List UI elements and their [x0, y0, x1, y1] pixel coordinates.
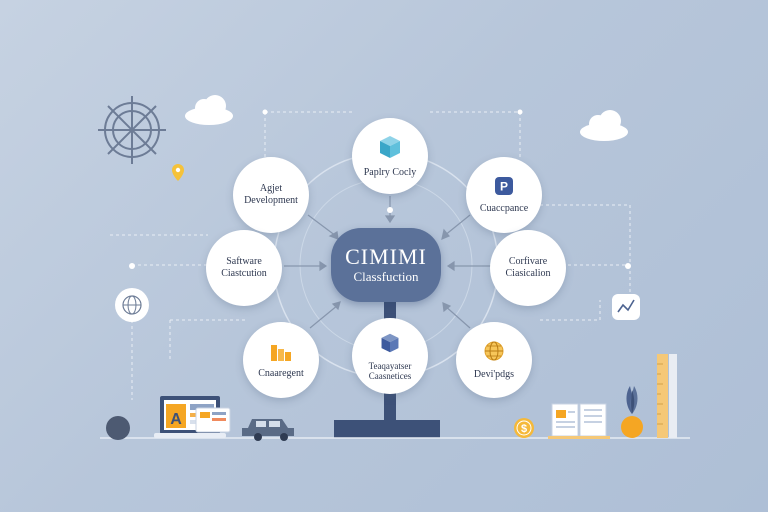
bar-chart-icon — [269, 341, 293, 365]
node-right[interactable]: Corfivare Ciasicalion — [490, 230, 566, 306]
gear-icon — [98, 96, 166, 164]
node-left-label-1: Saftware — [226, 256, 262, 267]
node-left[interactable]: Saftware Ciastcution — [206, 230, 282, 306]
node-dots — [129, 109, 631, 269]
trend-chart-icon — [612, 294, 640, 320]
node-top-left-label-2: Development — [244, 195, 298, 206]
node-bottom-right[interactable]: Devi'pdgs — [456, 322, 532, 398]
node-top-label: Paplry Cocly — [363, 166, 417, 178]
coin-icon — [514, 418, 534, 438]
node-top-right-label: Cuaccpance — [479, 202, 529, 214]
node-top-left-label-1: Agjet — [259, 183, 283, 194]
node-bottom-label-2: Caasnetices — [368, 370, 412, 381]
svg-text:P: P — [500, 179, 508, 193]
cloud-icon — [185, 95, 233, 125]
node-bottom-left-label: Cnaaregent — [258, 367, 304, 379]
globe-icon — [115, 288, 149, 322]
center-subtitle: Classfuction — [353, 269, 419, 284]
node-top-right[interactable]: P Cuaccpance — [466, 157, 542, 233]
dashed-connectors — [110, 111, 631, 400]
node-bottom-left[interactable]: Cnaaregent — [243, 322, 319, 398]
node-bottom-right-label: Devi'pdgs — [473, 368, 515, 380]
center-title: CIMIMI — [345, 244, 427, 269]
book-icon — [548, 403, 610, 439]
node-top[interactable]: Paplry Cocly — [352, 118, 428, 194]
laptop-letter: A — [170, 411, 182, 428]
node-bottom-label-1: Teaqayatser — [368, 360, 412, 371]
node-right-label-2: Ciasicalion — [505, 268, 551, 279]
location-pin-icon — [172, 164, 184, 181]
globe-icon — [483, 340, 505, 366]
center-hub[interactable]: CIMIMI Classfuction — [331, 228, 441, 302]
node-right-label-1: Corfivare — [508, 256, 548, 267]
ruler-icon — [657, 354, 677, 438]
cube-icon — [377, 134, 403, 164]
plant-icon — [621, 386, 643, 438]
coin-symbol: $ — [521, 423, 527, 435]
cube-icon — [379, 332, 401, 358]
p-badge-icon: P — [494, 176, 514, 200]
node-bottom[interactable]: Teaqayatser Caasnetices — [352, 318, 428, 394]
tablet-icon — [195, 407, 231, 433]
node-top-left[interactable]: Agjet Development — [233, 157, 309, 233]
ball-icon — [106, 416, 130, 440]
pedestal-base — [334, 420, 440, 438]
car-icon — [242, 419, 294, 441]
cloud-icon — [580, 110, 628, 141]
node-left-label-2: Ciastcution — [221, 268, 267, 279]
